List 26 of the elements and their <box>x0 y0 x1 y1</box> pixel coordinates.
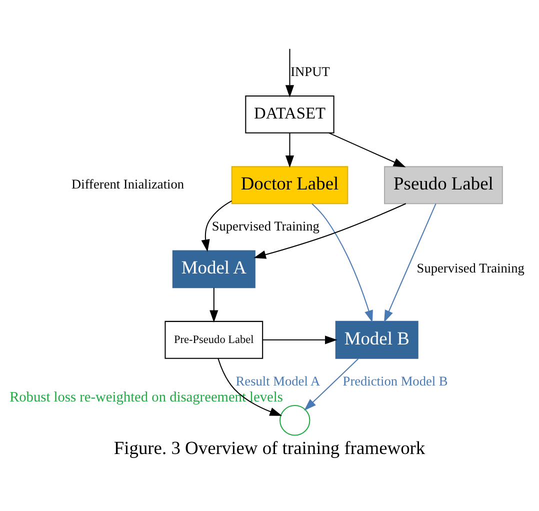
node-box: Pseudo Label <box>384 166 503 204</box>
arrow <box>254 202 406 258</box>
node-circle <box>280 404 310 436</box>
arrow <box>218 358 282 416</box>
arrow <box>328 132 406 167</box>
node-box: Model B <box>335 320 418 358</box>
arrow <box>210 287 218 322</box>
edge-label: Result Model A <box>236 372 320 388</box>
edge-label: INPUT <box>290 63 330 78</box>
label: Different Inialization <box>72 176 184 192</box>
arrow <box>312 202 373 322</box>
node-box: Pre-Pseudo Label <box>164 320 264 358</box>
node-label: Robust loss re-weighted on disagreement levels <box>10 389 283 406</box>
arrow <box>304 358 359 410</box>
arrow <box>384 202 436 322</box>
arrow <box>262 335 338 344</box>
caption: Figure. 3 Overview of training framework <box>114 438 426 458</box>
edge-label: Supervised Training <box>416 260 524 276</box>
node-box: Model A <box>172 250 256 288</box>
node-box: DATASET <box>245 94 334 133</box>
arrow <box>285 132 294 168</box>
node-box: Doctor Label <box>231 166 348 204</box>
arrow <box>201 200 232 252</box>
edge-label: Prediction Model B <box>342 372 448 388</box>
edge-label: Supervised Training <box>212 218 320 234</box>
arrow <box>285 48 294 97</box>
